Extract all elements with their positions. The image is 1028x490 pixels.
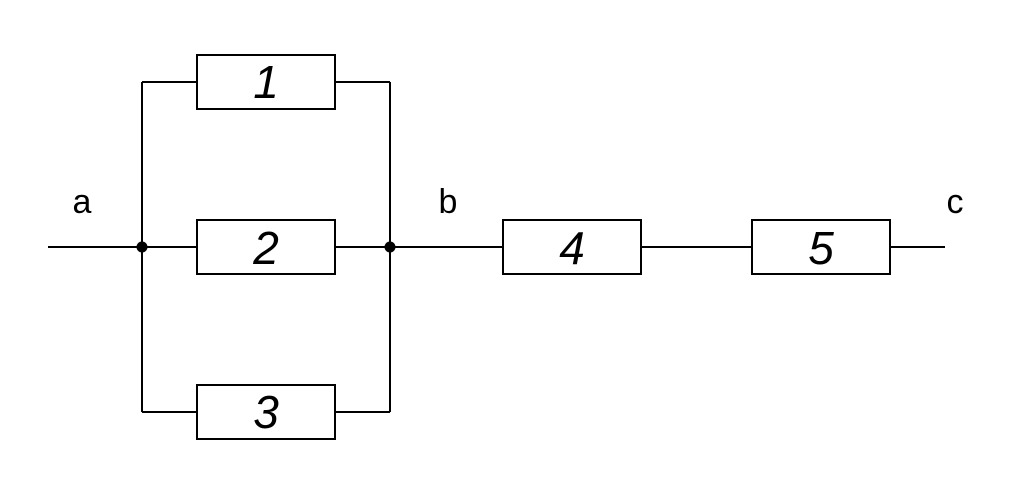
resistor-4-label: 4	[559, 222, 585, 274]
resistor-5-label: 5	[808, 222, 834, 274]
resistor-1: 1	[196, 54, 336, 110]
resistor-2-label: 2	[252, 222, 279, 274]
resistor-2-body	[196, 219, 336, 275]
node-label-b: b	[439, 183, 458, 221]
junction-dot-left	[136, 241, 148, 253]
resistor-1-body	[196, 54, 336, 110]
junction-dot-right	[384, 241, 396, 253]
resistor-2: 2	[196, 219, 336, 275]
node-label-a: a	[73, 183, 92, 221]
resistor-4: 4	[502, 219, 642, 275]
resistor-5-body	[751, 219, 891, 275]
resistor-3-body	[196, 384, 336, 440]
resistor-3: 3	[196, 384, 336, 440]
resistor-1-label: 1	[253, 56, 279, 108]
node-label-c: c	[947, 183, 964, 221]
resistor-5: 5	[751, 219, 891, 275]
resistor-3-label: 3	[253, 386, 279, 438]
resistor-4-body	[502, 219, 642, 275]
